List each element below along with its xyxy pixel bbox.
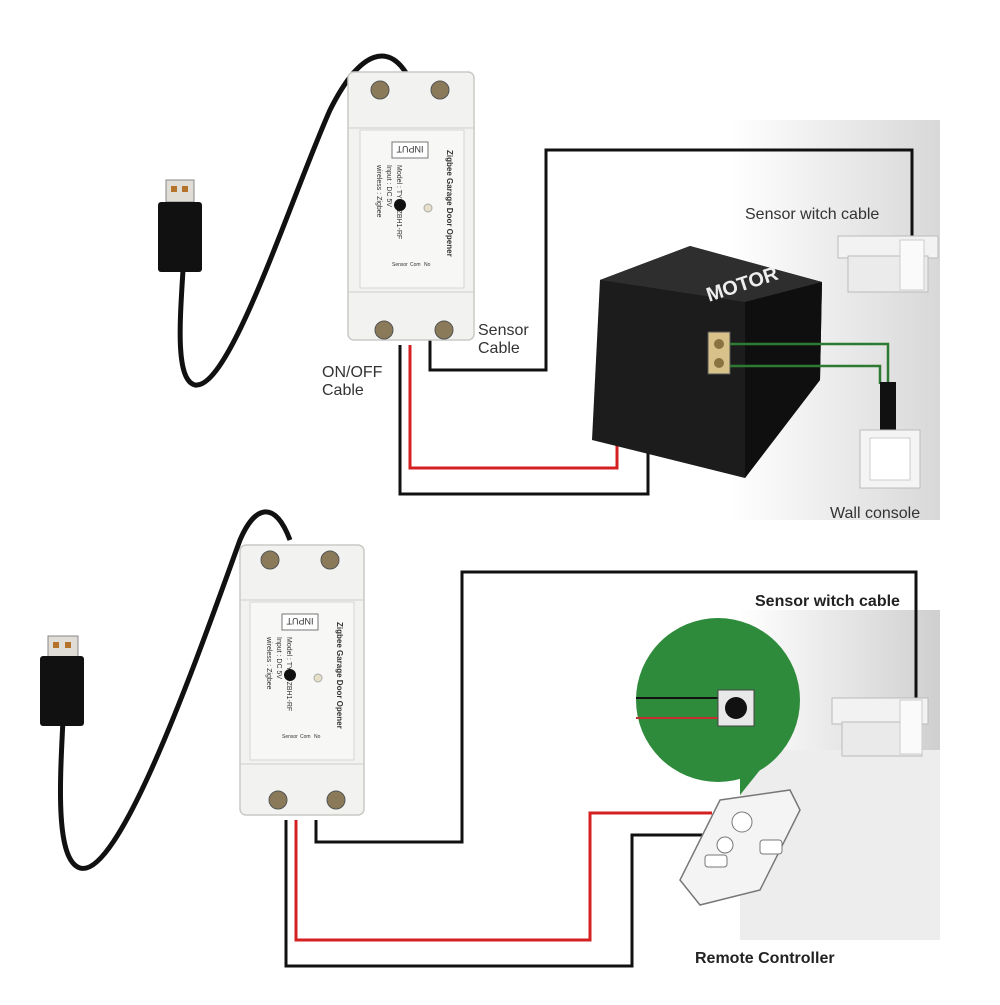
device-wireless: wireless : Zigbee	[375, 164, 382, 218]
pcb-button-icon	[636, 618, 800, 795]
terminal-label: No	[314, 734, 321, 740]
device-button-icon	[394, 199, 406, 211]
screw-icon	[430, 80, 450, 100]
wall-console-cable	[880, 382, 896, 430]
sensor-cable-label-line1: Sensor	[478, 322, 529, 339]
screw-icon	[320, 550, 340, 570]
sensor-cable-label: Sensor Cable	[478, 322, 529, 359]
door-sensor-icon	[837, 235, 939, 293]
onoff-cable-label-line1: ON/OFF	[322, 364, 383, 381]
device-input-label: INPUT	[286, 616, 314, 626]
device-wireless: wireless : Zigbee	[265, 636, 272, 690]
screw-icon	[370, 80, 390, 100]
green-wire-2	[730, 364, 882, 384]
remote-controller-label: Remote Controller	[695, 950, 835, 967]
screw-icon	[260, 550, 280, 570]
zigbee-device-bottom: INPUT Zigbee Garage Door Opener Model : …	[239, 544, 365, 816]
onoff-cable-label: ON/OFF Cable	[322, 364, 382, 401]
sensor-cable-top	[428, 148, 914, 372]
screw-icon	[268, 790, 288, 810]
device-input-spec: Input : DC 5V	[275, 637, 282, 679]
device-led-icon	[313, 673, 323, 683]
wall-switch-icon	[859, 429, 921, 489]
screw-icon	[374, 320, 394, 340]
sensor-cable-bottom	[314, 570, 918, 844]
device-product-name: Zigbee Garage Door Opener	[445, 150, 454, 257]
terminal-label: Sensor	[282, 734, 298, 740]
red-cable-bottom	[294, 811, 712, 942]
terminal-label: No	[424, 262, 431, 268]
sensor-switch-cable-label-top: Sensor witch cable	[745, 206, 880, 223]
screw-icon	[326, 790, 346, 810]
sensor-switch-cable-label-bottom: Sensor witch cable	[755, 593, 900, 610]
wall-console-label: Wall console	[830, 505, 921, 522]
usb-plug-icon	[40, 635, 84, 726]
screw-icon	[434, 320, 454, 340]
onoff-cable-label-line2: Cable	[322, 382, 364, 400]
terminal-label: Sensor	[392, 262, 408, 268]
zigbee-device-top: INPUT Zigbee Garage Door Opener Model : …	[347, 71, 475, 341]
door-sensor-icon	[831, 697, 929, 757]
terminal-label: Com	[410, 262, 421, 268]
device-led-icon	[423, 203, 433, 213]
device-input-spec: Input : DC 5V	[385, 165, 392, 207]
usb-cable-bottom	[57, 509, 293, 871]
device-product-name: Zigbee Garage Door Opener	[335, 622, 344, 729]
motor-icon: MOTOR	[592, 246, 822, 478]
sensor-cable-label-line2: Cable	[478, 340, 520, 358]
usb-cable-top	[177, 53, 413, 388]
remote-controller-icon	[679, 789, 801, 906]
usb-plug-icon	[158, 179, 202, 272]
terminal-label: Com	[300, 734, 311, 740]
green-wire-1	[730, 342, 890, 384]
device-input-label: INPUT	[396, 144, 424, 154]
black-cable-bottom	[284, 820, 712, 968]
device-button-icon	[284, 669, 296, 681]
